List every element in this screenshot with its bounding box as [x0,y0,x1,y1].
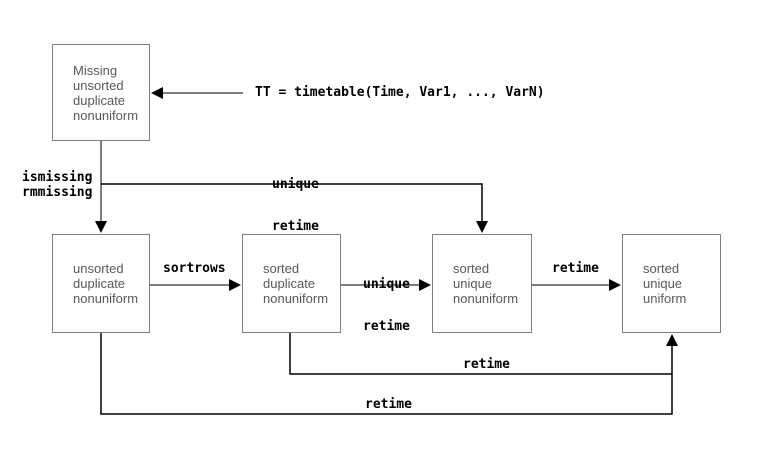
arrowhead-right-into-sorted-unique-uniform-box [609,279,621,291]
edge-label-retime-direct: retime [552,261,599,276]
edge-label-retime-from-unsorted: retime [365,397,412,412]
arrowhead-up-into-sorted-unique-uniform-box [666,334,678,346]
edge-label-line: retime [272,219,319,234]
state-box-line: nonuniform [73,291,139,306]
state-box-sorted-duplicate-nonuniform: sorted duplicate nonuniform [242,234,341,333]
path-top-unique-retime-branch [101,183,483,223]
arrowhead-right-into-sorted-unique-nonuniform-box [419,279,431,291]
code-annotation-timetable: TT = timetable(Time, Var1, ..., VarN) [255,85,545,100]
edge-label-line: unique [272,177,319,192]
edge-label-ismissing: ismissing [22,170,93,185]
edge-label-rmmissing: rmmissing [22,185,93,200]
state-box-line: nonuniform [73,107,139,123]
path-retime-from-unsorted [100,333,673,415]
arrowhead-right-into-sorted-duplicate-box [229,279,241,291]
state-box-line: duplicate [263,276,316,291]
state-box-line: sorted [643,261,680,276]
state-box-line: duplicate [73,92,126,108]
state-box-line: unique [453,276,493,291]
edge-label-mid-branch: unique retime [363,250,410,362]
edge-label-line: retime [363,319,410,334]
edge-label-sortrows: sortrows [163,261,226,276]
path-retime-from-sorted-duplicate [289,333,672,375]
edge-label-retime-from-sorted-duplicate: retime [463,357,510,372]
state-box-line: sorted [453,261,490,276]
state-box-line: Missing [73,62,118,78]
state-box-line: uniform [643,291,687,306]
state-box-missing-unsorted-duplicate-nonuniform: Missing unsorted duplicate nonuniform [52,44,150,141]
arrowhead-down-into-sorted-unique-nonuniform-box [476,221,488,233]
arrowhead-left-into-missing-box [151,87,163,99]
arrowhead-down-into-unsorted-box [95,221,107,233]
state-box-line: duplicate [73,276,126,291]
state-box-unsorted-duplicate-nonuniform: unsorted duplicate nonuniform [52,234,150,333]
state-box-sorted-unique-nonuniform: sorted unique nonuniform [432,234,532,333]
state-box-sorted-unique-uniform: sorted unique uniform [622,234,721,333]
state-box-line: sorted [263,261,300,276]
state-box-line: nonuniform [453,291,519,306]
state-box-line: unsorted [73,261,124,276]
edge-label-line: unique [363,277,410,292]
state-box-line: nonuniform [263,291,329,306]
state-box-line: unique [643,276,683,291]
state-box-line: unsorted [73,77,124,93]
edge-label-top-branch: unique retime [272,150,319,262]
